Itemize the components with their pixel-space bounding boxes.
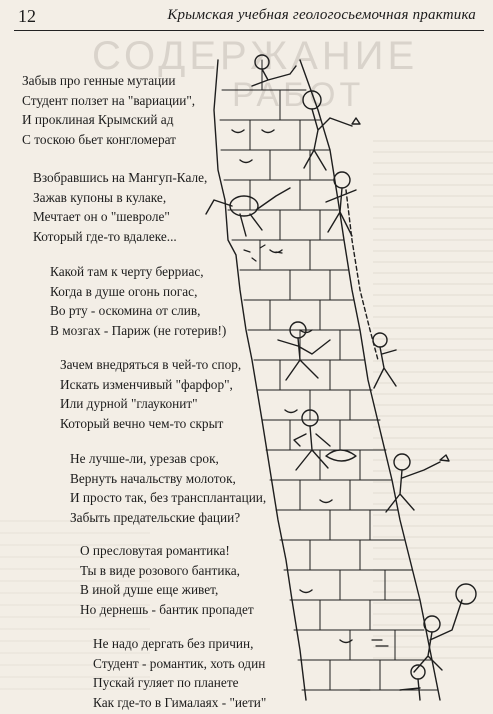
poem-line: Вернуть начальству молоток, [70, 470, 236, 486]
climber-hanging [325, 171, 357, 237]
poem-line: В иной душе еще живет, [80, 582, 219, 598]
poem-line: Какой там к черту берриас, [50, 264, 204, 279]
poem-line: Ты в виде розового бантика, [80, 562, 240, 578]
climber-bottom-2 [413, 583, 477, 673]
poem-stanza-3: Какой там к черту берриас, Когда в душе … [50, 262, 226, 340]
figure-falling [205, 187, 291, 237]
poem-stanza-2: Взобравшись на Мангуп-Кале, Зажав купоны… [33, 168, 207, 246]
poem-line: Или дурной "глауконит" [60, 396, 198, 412]
poem-line: Взобравшись на Мангуп-Кале, [33, 170, 208, 185]
poem-line: Студент - романтик, хоть один [93, 655, 266, 671]
poem-line: Как где-то в Гималаях - "иети" [93, 694, 267, 710]
cliff-right-edge [299, 59, 441, 701]
poem-line: Забыв про генные мутации [22, 73, 176, 88]
poem-line: Мечтает он о "шевроле" [33, 209, 170, 225]
poem-line: И просто так, без трансплантации, [70, 490, 267, 506]
poem-stanza-6: О пресловутая романтика! Ты в виде розов… [80, 541, 254, 619]
page-header: 12 Крымская учебная геологосьемочная пра… [14, 4, 484, 31]
climber-right [372, 332, 397, 389]
poem-line: Который где-то вдалеке... [33, 228, 177, 244]
poem-line: Во рту - оскомина от слив, [50, 303, 201, 319]
poem-line: Когда в душе огонь погас, [50, 283, 198, 299]
poem-line: Не лучше-ли, урезав срок, [70, 451, 219, 466]
poem-stanza-5: Не лучше-ли, урезав срок, Вернуть началь… [70, 449, 266, 527]
rope [345, 189, 379, 361]
climber-middle [277, 321, 331, 381]
poem-line: Не надо дергать без причин, [93, 636, 254, 651]
poem-stanza-1: Забыв про генные мутации Студент ползет … [22, 71, 195, 149]
poem-stanza-7: Не надо дергать без причин, Студент - ро… [93, 634, 266, 712]
poem-line: Зажав купоны в кулаке, [33, 189, 167, 205]
poem-line: Забыть предательские фации? [70, 509, 241, 525]
running-title: Крымская учебная геологосьемочная практи… [167, 7, 476, 23]
poem-line: О пресловутая романтика! [80, 543, 230, 558]
poem-stanza-4: Зачем внедряться в чей-то спор, Искать и… [60, 355, 241, 433]
poem-line: В мозгах - Париж (не готерив!) [50, 322, 227, 338]
poem-line: И проклиная Крымский ад [22, 112, 174, 128]
cliff-left-edge [213, 59, 307, 701]
background-heading-2: РАБОТ [232, 76, 365, 114]
climber-top [302, 90, 361, 171]
climber-bottom-1 [385, 453, 450, 513]
figure-top-left [251, 54, 297, 87]
poem-line: Искать изменчивый "фарфор", [60, 376, 233, 392]
poem-line: Студент ползет на "вариации", [22, 92, 196, 108]
background-heading-1: СОДЕРЖАНИЕ [92, 34, 419, 78]
poem-line: Пускай гуляет по планете [93, 675, 239, 691]
brick-lines [219, 59, 439, 691]
climber-bottom-3 [399, 664, 426, 701]
figure-reading [293, 409, 357, 471]
bleed-through-text-left [0, 520, 150, 700]
page-number: 12 [18, 6, 36, 26]
poem-line: Зачем внедряться в чей-то спор, [60, 357, 242, 372]
poem-line: Но дернешь - бантик пропадет [80, 601, 254, 617]
poem-line: С тоскою бьет конгломерат [22, 131, 176, 147]
poem-line: Который вечно чем-то скрыт [60, 415, 224, 431]
bleed-through-text [373, 140, 493, 660]
